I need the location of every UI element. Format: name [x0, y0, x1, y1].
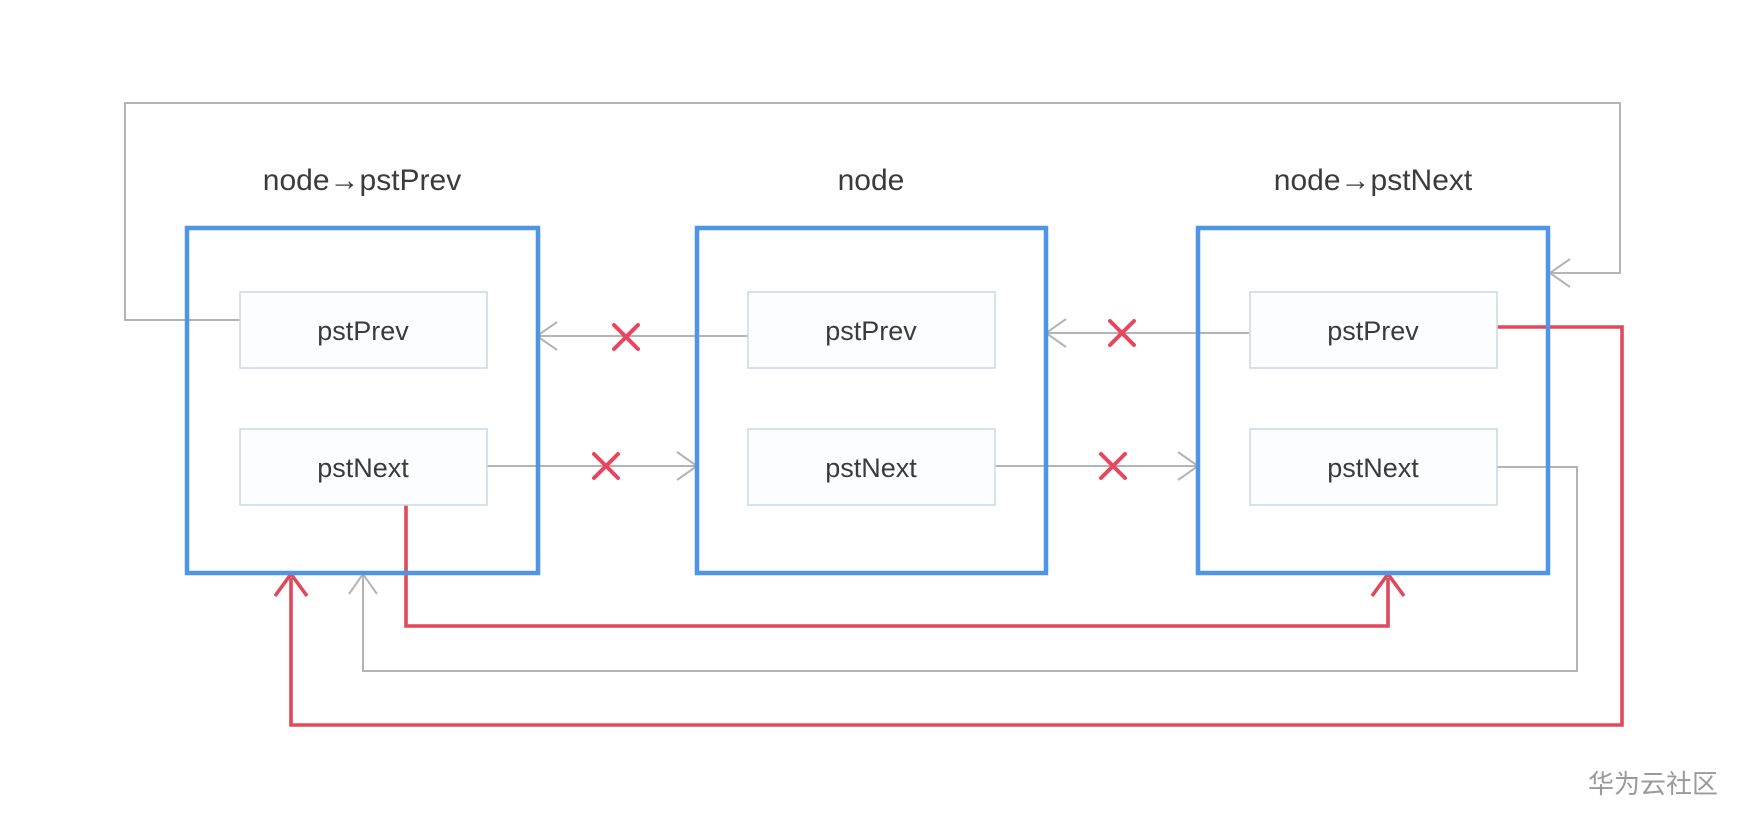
node-label-middle: node: [838, 164, 905, 197]
old-link-bottom-loop: [362, 466, 1578, 672]
field-box-left-pstnext: [239, 428, 488, 506]
field-labels: pstPrev pstNext pstPrev pstNext pstPrev …: [317, 316, 1419, 483]
field-boxes: [239, 291, 1498, 506]
field-box-right-pstnext: [1249, 428, 1498, 506]
field-box-right-pstprev: [1249, 291, 1498, 369]
node-box-right: [1195, 225, 1551, 576]
node-boxes: [184, 225, 1551, 576]
field-label: pstNext: [825, 453, 917, 483]
new-link-right-pstprev: [289, 325, 1624, 727]
field-label: pstPrev: [825, 316, 917, 346]
removed-link-crosses: [592, 319, 1136, 480]
field-box-node-pstnext: [747, 428, 996, 506]
node-label-left: node→pstPrev: [263, 164, 461, 197]
field-label: pstNext: [317, 453, 409, 483]
cross-icon: [1099, 452, 1127, 480]
node-box-left: [184, 225, 541, 576]
new-links: [273, 325, 1624, 727]
field-label: pstPrev: [1327, 316, 1419, 346]
cross-icon: [592, 452, 620, 480]
watermark: 华为云社区: [1588, 769, 1718, 799]
cross-icon: [612, 323, 640, 351]
field-label: pstNext: [1327, 453, 1419, 483]
field-box-left-pstprev: [239, 291, 488, 369]
old-links: [124, 102, 1621, 672]
old-link-top-loop: [124, 102, 1621, 321]
new-link-left-pstnext: [404, 505, 1390, 628]
field-box-node-pstprev: [747, 291, 996, 369]
node-box-middle: [694, 225, 1049, 576]
node-label-right: node→pstNext: [1274, 164, 1473, 197]
node-labels: node→pstPrev node node→pstNext: [263, 164, 1473, 197]
cross-icon: [1108, 319, 1136, 347]
field-label: pstPrev: [317, 316, 409, 346]
